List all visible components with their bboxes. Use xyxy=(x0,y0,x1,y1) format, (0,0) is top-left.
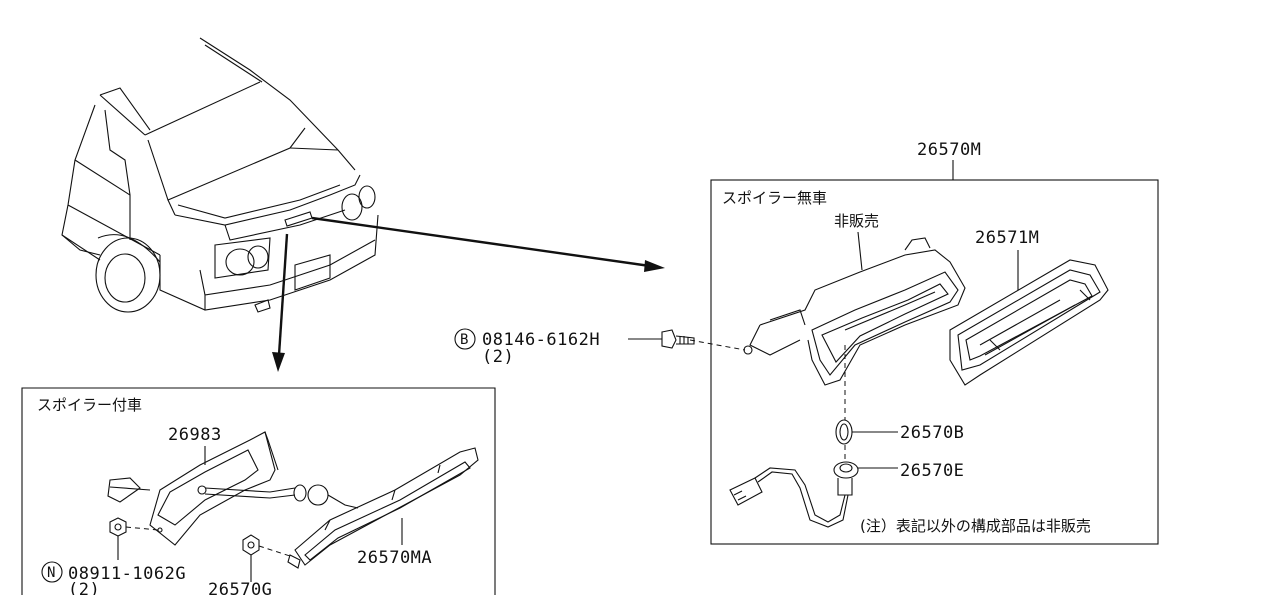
bolt-08146-6162H: B 08146-6162H (2) xyxy=(454,328,695,367)
nut-quantity: (2) xyxy=(68,580,100,595)
not-sold-label: 非販売 xyxy=(834,212,879,230)
box-with-spoiler: スポイラー付車 26983 26570MA xyxy=(21,387,496,595)
nut-prefix-letter: N xyxy=(47,565,55,581)
nut-08911-1062G: N 08911-1062G (2) xyxy=(41,517,186,595)
box-no-spoiler: 26570M スポイラー無車 非販売 26571M xyxy=(689,140,1159,545)
note-not-sold: (注）表記以外の構成部品は非販売 xyxy=(860,517,1091,535)
socket-26570E xyxy=(729,461,859,528)
bolt-quantity: (2) xyxy=(482,347,514,367)
part-number-26570M: 26570M xyxy=(917,140,981,160)
bolt-prefix-letter: B xyxy=(460,332,468,348)
part-number-26570MA: 26570MA xyxy=(357,548,432,568)
lamp-housing xyxy=(743,237,966,386)
grommet-26570G: 26570G xyxy=(208,534,291,595)
part-number-26570G: 26570G xyxy=(208,580,272,595)
part-number-08146-6162H: 08146-6162H xyxy=(482,330,600,350)
part-number-26571M: 26571M xyxy=(975,228,1039,248)
part-number-26983: 26983 xyxy=(168,425,222,445)
part-number-26570E: 26570E xyxy=(900,461,964,481)
bulb-26570B xyxy=(835,419,853,445)
lamp-26570MA xyxy=(287,447,479,569)
part-number-08911-1062G: 08911-1062G xyxy=(68,564,186,584)
part-number-26570B: 26570B xyxy=(900,423,964,443)
bracket-26983 xyxy=(149,431,279,546)
pointer-arrows xyxy=(272,216,665,372)
harness xyxy=(107,477,359,509)
lens-26571M xyxy=(949,259,1109,386)
box-title-with-spoiler: スポイラー付車 xyxy=(37,396,142,414)
box-title-no-spoiler: スポイラー無車 xyxy=(722,189,827,207)
car-illustration xyxy=(61,37,379,313)
